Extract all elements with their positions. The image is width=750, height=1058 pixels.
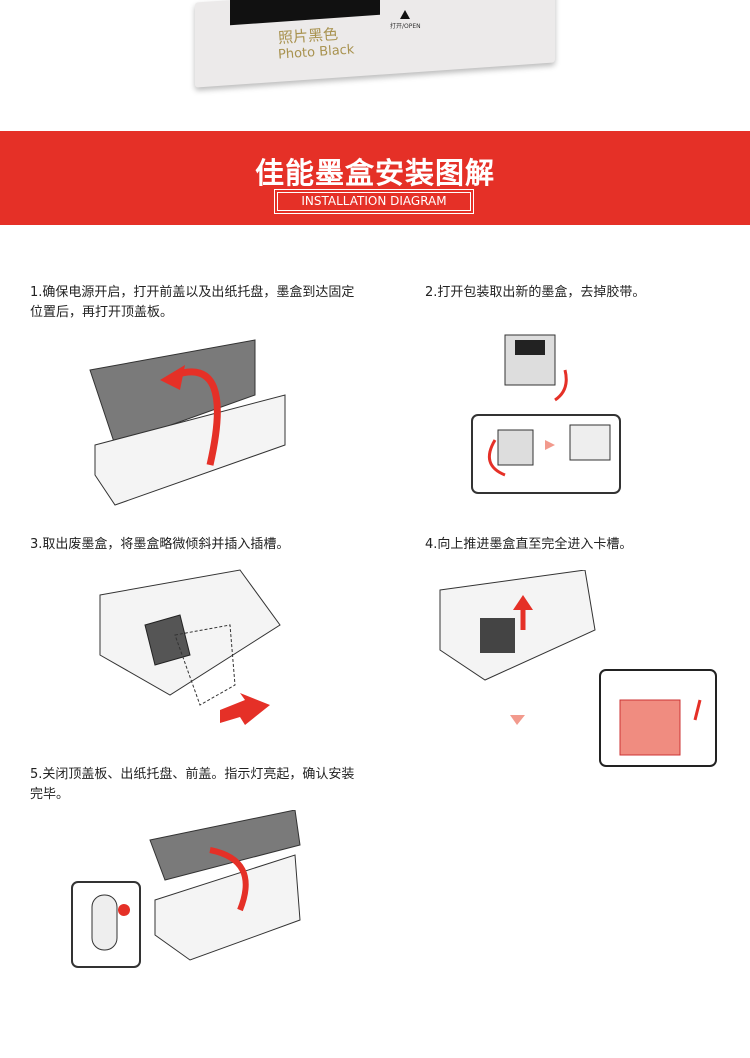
step-4-illustration [439,570,717,767]
step-4-text: 4.向上推进墨盒直至完全进入卡槽。 [425,537,633,552]
step-2-illustration [471,334,621,494]
step-5-illustration [71,810,301,968]
step-1-illustration [89,339,286,506]
banner-title: 佳能墨盒安装图解 [254,156,495,190]
banner [0,131,750,225]
step-1-text: 1.确保电源开启，打开前盖以及出纸托盘，墨盒到达固定位置后，再打开顶盖板。 [30,285,355,320]
step-2-text: 2.打开包装取出新的墨盒，去掉胶带。 [425,285,646,300]
step-3-illustration [99,569,281,725]
open-tab: 打开/OPEN [390,10,421,30]
step-5-text: 5.关闭顶盖板、出纸托盘、前盖。指示灯亮起，确认安装完毕。 [30,767,355,802]
arrow-up-icon [400,10,411,19]
step-3-text: 3.取出废墨盒，将墨盒略微倾斜并插入插槽。 [30,537,290,552]
open-label: 打开/OPEN [390,23,421,30]
banner-subtitle: INSTALLATION DIAGRAM [274,189,474,214]
